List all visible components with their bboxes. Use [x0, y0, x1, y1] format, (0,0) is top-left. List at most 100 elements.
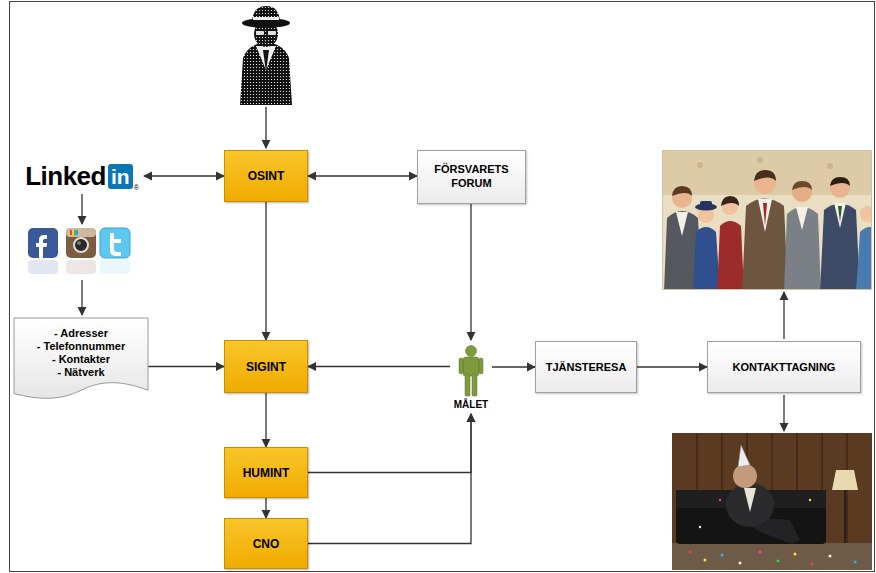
person-arm	[459, 358, 463, 374]
node-content: FÖRSVARETS FORUM	[430, 163, 514, 191]
node-content: HUMINT	[243, 466, 290, 480]
party-aftermath-photo-part-part	[832, 470, 858, 490]
node-label: CNO	[253, 537, 280, 551]
spy-figure-part	[242, 18, 290, 28]
node-label: ®	[134, 184, 139, 191]
party-illustration-part-part	[717, 221, 744, 290]
party-illustration-part-part	[792, 182, 812, 202]
spy-figure-part	[240, 42, 292, 105]
party-aftermath-photo	[672, 433, 872, 570]
party-illustration-part-part	[721, 196, 739, 206]
process-box: FÖRSVARETS FORUM	[417, 150, 526, 204]
node-label: TJÄNSTERESA	[546, 361, 627, 373]
node-label: - Adresser	[54, 327, 108, 340]
party-illustration-part-part	[757, 157, 763, 163]
party-illustration-part-part	[796, 207, 808, 230]
node-label: - Nätverk	[57, 366, 104, 379]
spy-figure-part	[256, 31, 264, 35]
party-illustration-part-part	[820, 204, 860, 291]
social-icons-part	[66, 228, 96, 258]
spy-figure-part	[263, 50, 269, 72]
node-content: SIGINT	[246, 360, 286, 374]
party-aftermath-photo-part-part	[777, 560, 780, 563]
social-icons	[28, 228, 130, 274]
social-icons-part	[28, 260, 58, 274]
party-aftermath-photo-part-part	[738, 445, 750, 467]
party-illustration-part-part	[754, 170, 776, 181]
process-box: CNO	[224, 518, 308, 569]
party-aftermath-photo-part-part	[854, 561, 857, 564]
arrow	[81, 280, 82, 315]
spy-figure-part	[253, 17, 279, 20]
node-label: SIGINT	[246, 360, 286, 374]
node-content: CNO	[253, 537, 280, 551]
party-illustration-part-part	[784, 207, 821, 290]
connector-arrow	[265, 498, 266, 518]
party-illustration-part-part	[672, 186, 692, 196]
node-content: MÅLET	[454, 345, 488, 410]
party-illustration-part	[662, 150, 872, 290]
party-aftermath-photo-part-part	[726, 483, 774, 527]
node-label: OSINT	[248, 169, 285, 183]
party-illustration-part-part	[830, 177, 850, 186]
party-aftermath-photo-part-part	[719, 499, 721, 501]
social-icons-part	[74, 230, 76, 235]
party-aftermath-photo-part-part	[721, 554, 724, 557]
node-label: HUMINT	[243, 466, 290, 480]
person-leg	[472, 374, 477, 396]
party-aftermath-photo-part-part	[733, 464, 757, 488]
social-icons-part	[76, 230, 78, 235]
connector-arrow	[637, 366, 707, 367]
connector-arrow	[148, 366, 224, 367]
party-illustration-part-part	[676, 212, 688, 236]
arrow	[265, 107, 266, 148]
social-icons-part	[77, 241, 81, 245]
party-aftermath-photo-part-part	[744, 488, 756, 512]
social-icons-part	[100, 260, 130, 274]
party-aftermath-photo-part-part	[794, 553, 797, 556]
node-label: FÖRSVARETS FORUM	[430, 163, 514, 191]
document-outline-path	[14, 318, 148, 398]
connector-arrow	[492, 366, 535, 367]
person-head	[465, 345, 476, 356]
person-arm	[479, 358, 483, 374]
party-aftermath-photo-part-part	[759, 551, 762, 554]
process-box: TJÄNSTERESA	[535, 341, 637, 393]
connector-arrow	[308, 175, 417, 176]
connector-arrow	[265, 393, 266, 447]
party-illustration-part-part	[827, 163, 833, 169]
process-box: HUMINT	[224, 447, 308, 498]
connector-arrow	[265, 202, 266, 340]
connector-arrow	[144, 175, 224, 176]
document-shape: - Adresser- Telefonnummer- Kontakter- Nä…	[14, 318, 148, 402]
social-icons-part	[100, 228, 130, 258]
party-aftermath-photo-part-part	[739, 562, 742, 565]
node-content: OSINT	[248, 169, 285, 183]
social-icons-part	[66, 260, 96, 274]
social-icons-part	[72, 230, 74, 235]
party-aftermath-photo-part-part	[809, 499, 811, 501]
connector-arrow	[470, 204, 471, 340]
connector-arrow	[308, 414, 471, 544]
process-box: SIGINT	[224, 340, 308, 393]
party-illustration-part-part	[838, 206, 842, 222]
party-illustration-part-part	[742, 199, 788, 291]
node-label: MÅLET	[454, 399, 488, 410]
party-illustration-part-part	[763, 203, 767, 226]
person-leg	[465, 374, 470, 396]
spy-figure	[240, 6, 292, 105]
node-content: Linkedin®	[25, 161, 139, 191]
social-icons-part	[28, 228, 58, 258]
node-label: - Telefonnummer	[37, 340, 125, 353]
party-illustration-part-part	[693, 227, 720, 290]
social-icons-part	[74, 238, 88, 252]
party-aftermath-photo-part-part	[689, 551, 692, 554]
party-aftermath-photo-part	[672, 433, 872, 570]
frame	[10, 2, 875, 572]
social-icons-part	[36, 235, 47, 258]
person-symbol	[458, 345, 484, 397]
party-illustration-part	[663, 151, 872, 290]
party-illustration-part-part	[830, 178, 850, 198]
